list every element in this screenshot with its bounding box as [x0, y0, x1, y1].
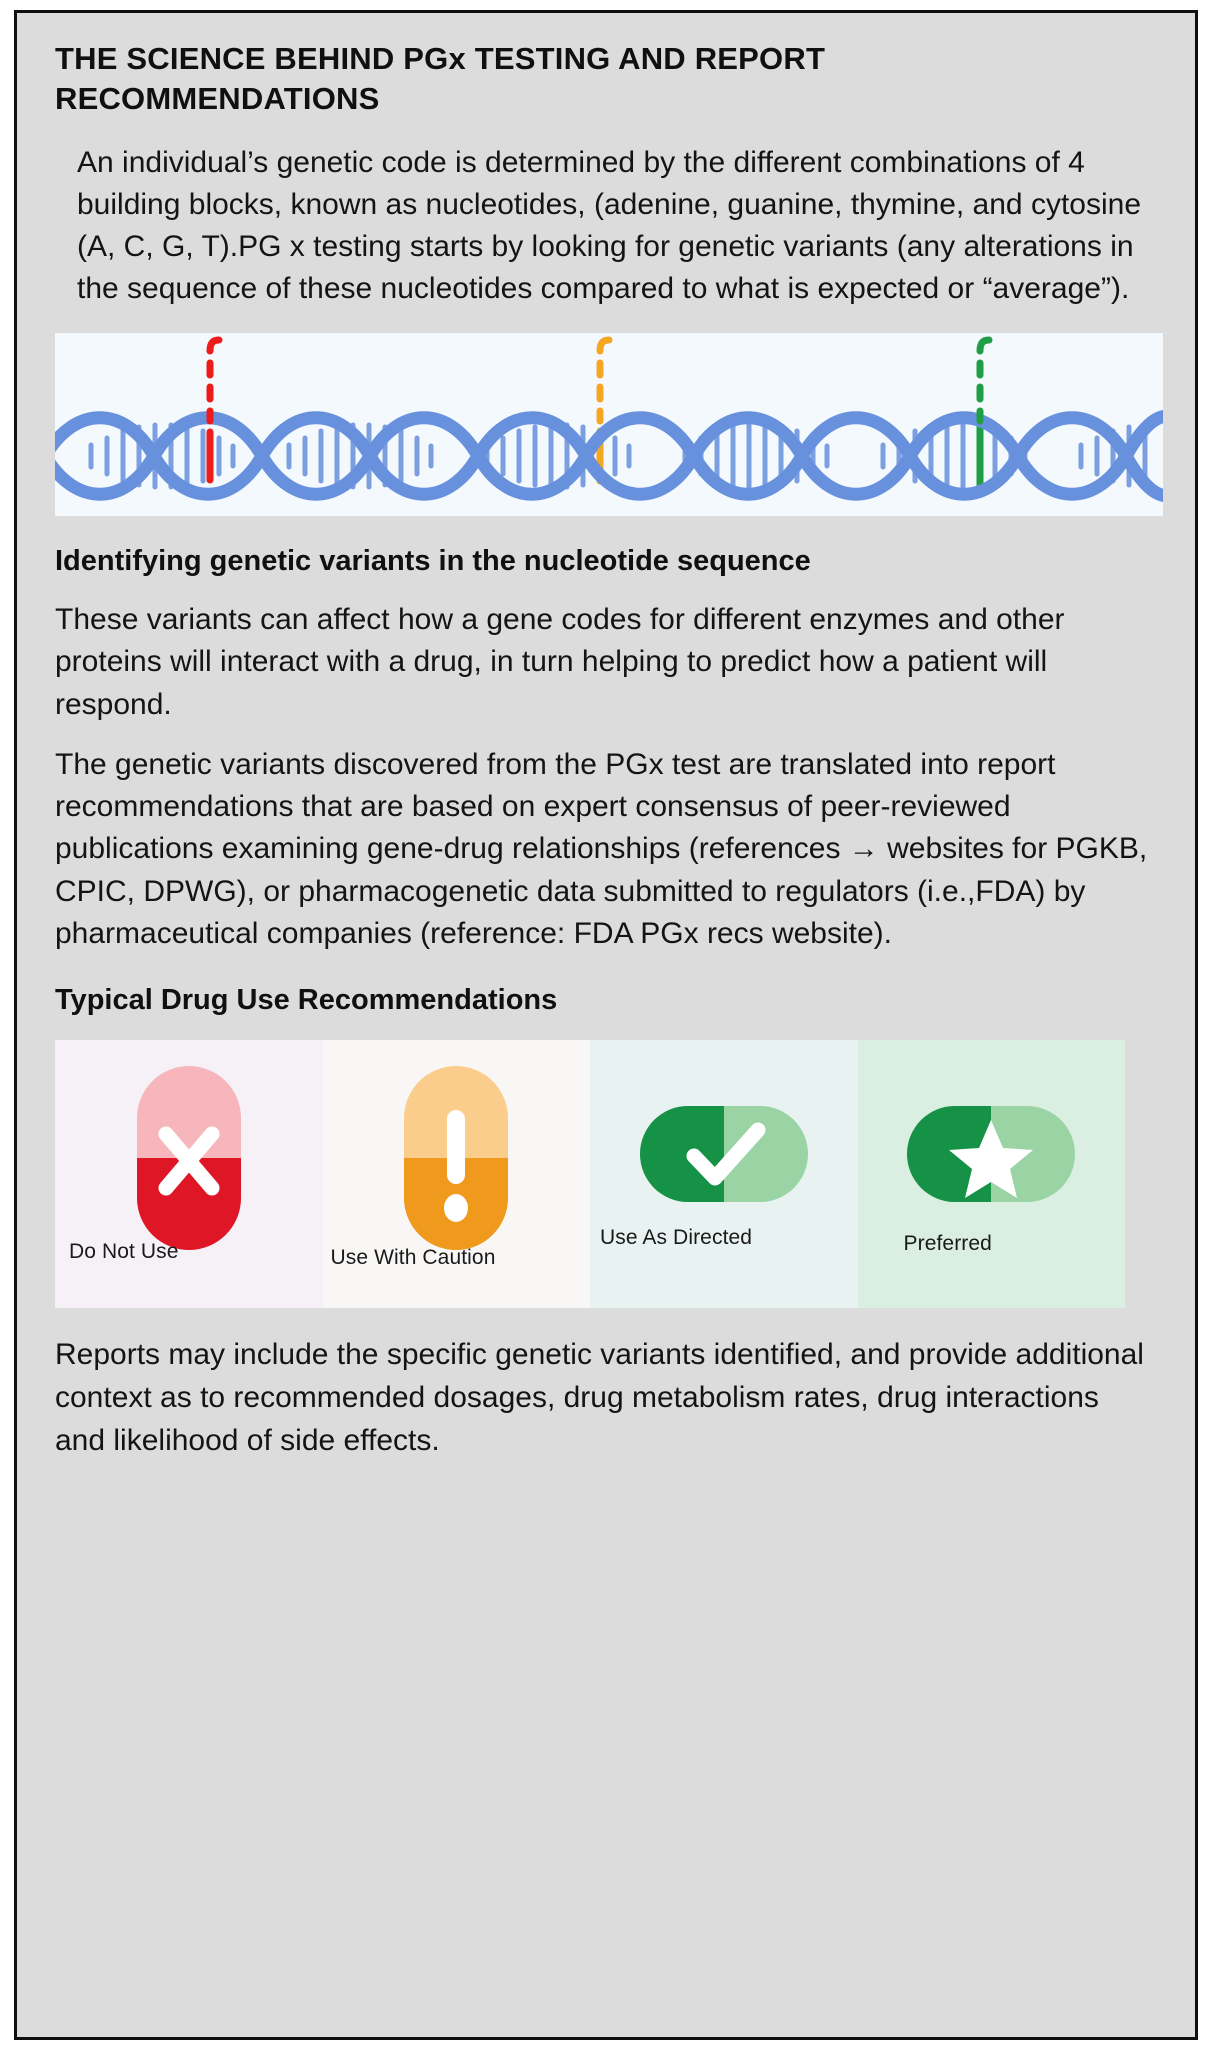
intro-block: An individual’s genetic code is determin…: [55, 142, 1157, 311]
recommendation-label: Use As Directed: [600, 1226, 753, 1250]
pill-check-icon: [590, 1102, 858, 1206]
drug-recommendation-strip: Do Not Use Use With Caution: [55, 1040, 1126, 1309]
recommendations-heading: Typical Drug Use Recommendations: [55, 984, 558, 1017]
pill-x-icon: [55, 1062, 323, 1254]
page-title: THE SCIENCE BEHIND PGx TESTING AND REPOR…: [55, 41, 826, 117]
paragraph-closing: Reports may include the specific genetic…: [55, 1338, 1144, 1457]
recommendation-item-use-with-caution: Use With Caution: [322, 1040, 591, 1309]
recommendation-item-do-not-use: Do Not Use: [55, 1040, 323, 1309]
content-card: THE SCIENCE BEHIND PGx TESTING AND REPOR…: [14, 10, 1198, 2040]
paragraph-recommendations: The genetic variants discovered from the…: [55, 747, 1148, 950]
recommendation-item-preferred: Preferred: [857, 1040, 1126, 1309]
dna-caption: Identifying genetic variants in the nucl…: [55, 544, 811, 577]
paragraph-intro: An individual’s genetic code is determin…: [77, 145, 1142, 306]
pill-star-icon: [858, 1102, 1126, 1206]
dna-double-helix-icon: [55, 332, 1163, 516]
recommendation-item-use-as-directed: Use As Directed: [590, 1040, 858, 1309]
pill-exclamation-icon: [323, 1062, 591, 1254]
recommendation-label: Do Not Use: [69, 1240, 179, 1264]
recommendation-label: Use With Caution: [330, 1246, 496, 1270]
recommendation-label: Preferred: [903, 1232, 992, 1256]
paragraph-variants: These variants can affect how a gene cod…: [55, 602, 1065, 721]
